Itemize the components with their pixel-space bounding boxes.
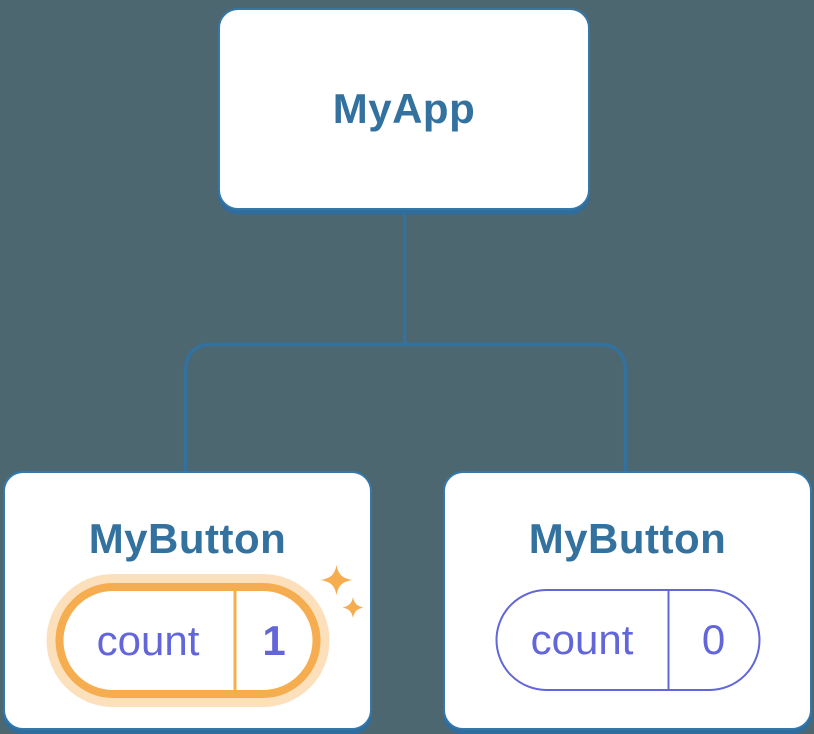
node-title: MyButton bbox=[528, 515, 727, 562]
state-value: 0 bbox=[701, 616, 726, 663]
state-pill-plain: count 0 bbox=[495, 589, 760, 691]
node-mybutton-highlighted: MyButton count 1 bbox=[3, 471, 372, 730]
state-pill-highlighted: count 1 bbox=[55, 583, 320, 698]
node-myapp: MyApp bbox=[218, 8, 590, 210]
pill-divider bbox=[667, 591, 669, 689]
pill-divider bbox=[233, 591, 236, 690]
node-mybutton-plain: MyButton count 0 bbox=[443, 471, 812, 730]
node-title: MyButton bbox=[88, 515, 287, 562]
node-title: MyApp bbox=[332, 85, 476, 132]
state-name: count bbox=[530, 616, 634, 663]
state-value: 1 bbox=[262, 616, 286, 664]
state-name: count bbox=[96, 616, 200, 664]
